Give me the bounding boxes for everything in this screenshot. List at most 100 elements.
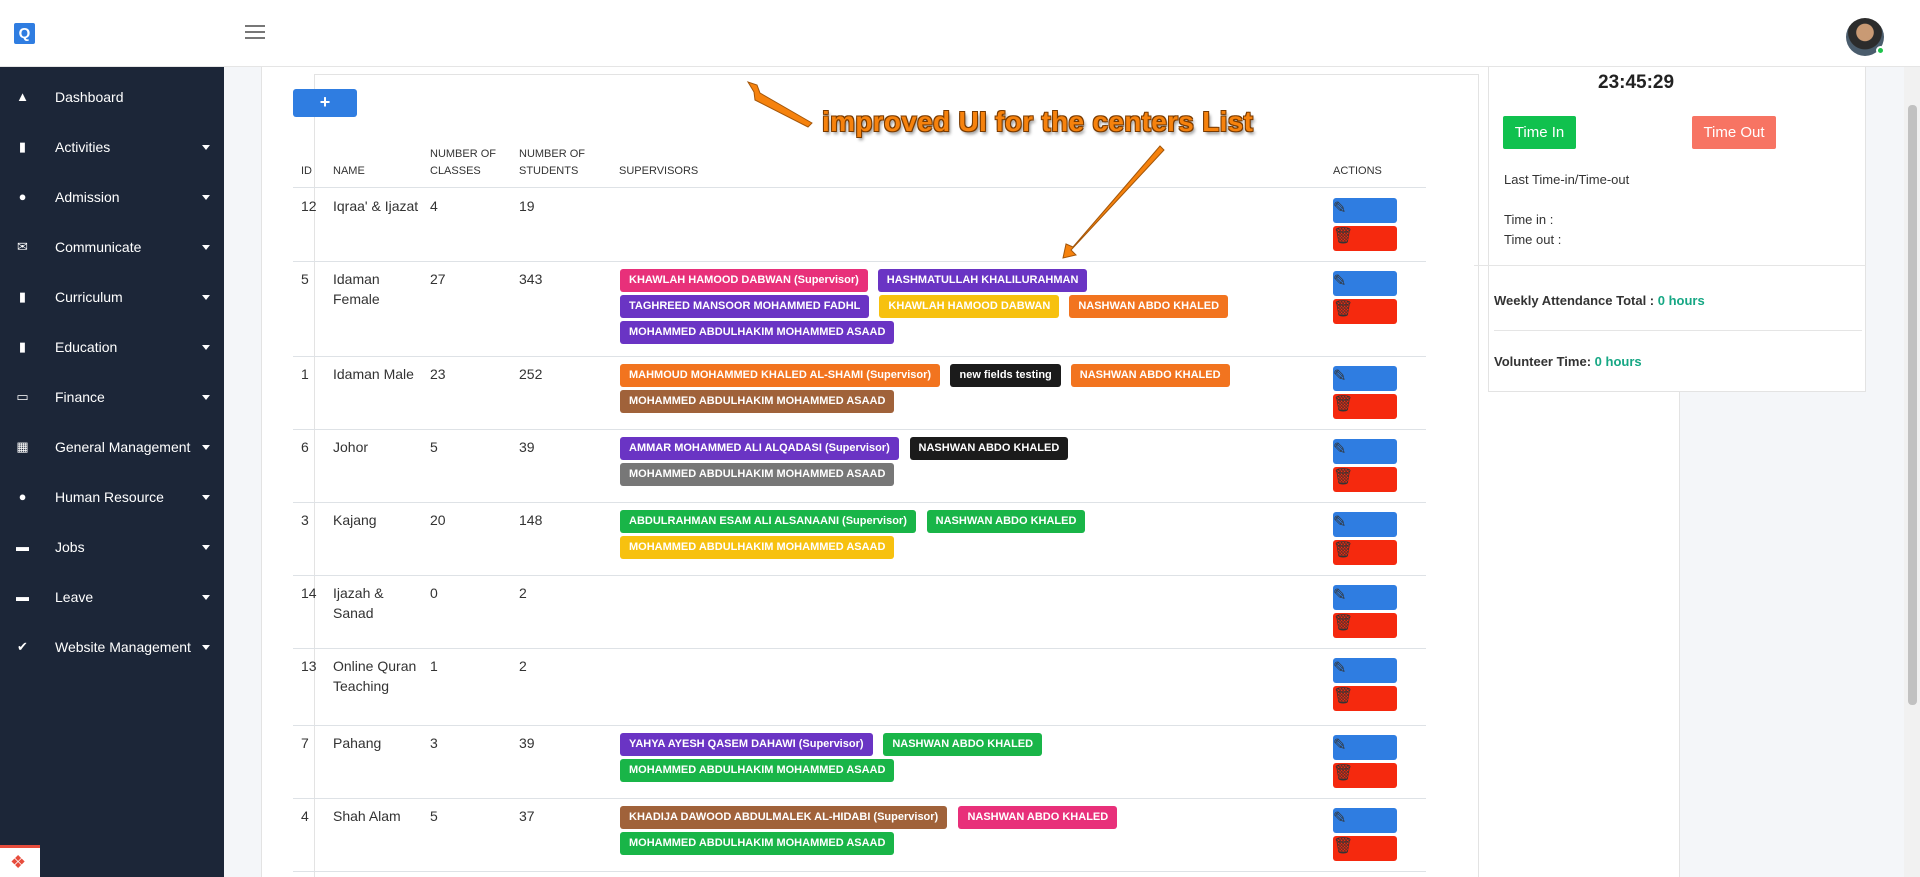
pencil-icon: ✎ xyxy=(1333,441,1347,458)
center-name: Idaman Male xyxy=(333,366,414,382)
bookmark-icon: ▮ xyxy=(18,289,27,304)
edit-center-button[interactable]: ✎ xyxy=(1333,271,1397,296)
user-avatar[interactable] xyxy=(1846,18,1885,56)
column-header-id: ID xyxy=(301,165,312,177)
hamburger-menu-icon[interactable] xyxy=(245,25,265,41)
delete-center-button[interactable]: 🗑 xyxy=(1333,836,1397,861)
pencil-icon: ✎ xyxy=(1333,660,1347,677)
column-header-classes-line1: NUMBER OF xyxy=(430,148,496,160)
supervisor-badge: TAGHREED MANSOOR MOHAMMED FADHL xyxy=(620,295,870,318)
app-logo[interactable]: Q xyxy=(14,23,35,44)
delete-center-button[interactable]: 🗑 xyxy=(1333,467,1397,492)
sidebar-item-label: Admission xyxy=(55,189,120,205)
caret-down-icon xyxy=(202,495,210,500)
column-header-supervisors: SUPERVISORS xyxy=(619,165,699,177)
caret-down-icon xyxy=(202,295,210,300)
user-icon: ● xyxy=(18,489,27,504)
delete-center-button[interactable]: 🗑 xyxy=(1333,613,1397,638)
sidebar-item-label: Education xyxy=(55,339,118,355)
row-divider xyxy=(293,725,1426,726)
pencil-icon: ✎ xyxy=(1333,587,1347,604)
column-header-actions: ACTIONS xyxy=(1333,165,1382,177)
center-classes: 5 xyxy=(430,439,438,455)
weekly-divider xyxy=(1494,330,1862,331)
trash-icon: 🗑 xyxy=(1333,615,1354,632)
edit-center-button[interactable]: ✎ xyxy=(1333,439,1397,464)
delete-center-button[interactable]: 🗑 xyxy=(1333,299,1397,324)
delete-center-button[interactable]: 🗑 xyxy=(1333,394,1397,419)
page-scrollbar[interactable] xyxy=(1904,67,1920,877)
trash-icon: 🗑 xyxy=(1333,396,1354,413)
sidebar-item-admission[interactable]: ●Admission xyxy=(0,179,224,215)
sidebar-item-general-management[interactable]: ▦General Management xyxy=(0,429,224,465)
sidebar-item-jobs[interactable]: ▬Jobs xyxy=(0,529,224,565)
edit-center-button[interactable]: ✎ xyxy=(1333,198,1397,223)
row-divider xyxy=(293,575,1426,576)
row-divider xyxy=(293,429,1426,430)
book-icon: ▮ xyxy=(18,339,27,354)
sidebar-item-website-management[interactable]: ✔Website Management xyxy=(0,629,224,665)
center-id: 4 xyxy=(301,808,309,824)
center-students: 2 xyxy=(519,658,527,674)
edit-center-button[interactable]: ✎ xyxy=(1333,735,1397,760)
top-navbar: Q xyxy=(0,0,1920,67)
center-classes: 4 xyxy=(430,198,438,214)
edit-center-button[interactable]: ✎ xyxy=(1333,512,1397,537)
row-divider xyxy=(293,356,1426,357)
attendance-clock: 23:45:29 xyxy=(1598,72,1675,93)
edit-center-button[interactable]: ✎ xyxy=(1333,366,1397,391)
center-students: 343 xyxy=(519,271,543,287)
edit-center-button[interactable]: ✎ xyxy=(1333,585,1397,610)
sidebar-item-finance[interactable]: ▭Finance xyxy=(0,379,224,415)
supervisor-badge: NASHWAN ABDO KHALED xyxy=(926,510,1086,533)
sidebar-item-education[interactable]: ▮ Education xyxy=(0,329,224,365)
edit-center-button[interactable]: ✎ xyxy=(1333,808,1397,833)
supervisor-badge: new fields testing xyxy=(950,364,1061,387)
laravel-logo-icon: ❖ xyxy=(0,845,40,877)
row-divider xyxy=(293,261,1426,262)
pencil-icon: ✎ xyxy=(1333,514,1347,531)
supervisor-badge: MOHAMMED ABDULHAKIM MOHAMMED ASAAD xyxy=(620,463,895,486)
building-icon: ▦ xyxy=(16,439,29,454)
sidebar: ▲Dashboard▮Activities●Admission✉Communic… xyxy=(0,67,224,877)
supervisor-badge: MOHAMMED ABDULHAKIM MOHAMMED ASAAD xyxy=(620,759,895,782)
center-name: Ijazah & Sanad xyxy=(333,585,384,621)
sidebar-item-label: Curriculum xyxy=(55,289,123,305)
scrollbar-thumb[interactable] xyxy=(1908,105,1917,705)
sidebar-item-label: Human Resource xyxy=(55,489,164,505)
time-in-button[interactable]: Time In xyxy=(1503,116,1576,149)
delete-center-button[interactable]: 🗑 xyxy=(1333,686,1397,711)
trash-icon: 🗑 xyxy=(1333,542,1354,559)
supervisor-badge: NASHWAN ABDO KHALED xyxy=(958,806,1118,829)
column-header-name: NAME xyxy=(333,165,365,177)
delete-center-button[interactable]: 🗑 xyxy=(1333,226,1397,251)
center-name: Iqraa' & Ijazat xyxy=(333,198,419,214)
add-center-button[interactable]: + xyxy=(293,89,357,117)
sidebar-item-dashboard[interactable]: ▲Dashboard xyxy=(0,79,224,115)
last-time-label: Last Time-in/Time-out xyxy=(1504,172,1630,187)
delete-center-button[interactable]: 🗑 xyxy=(1333,540,1397,565)
column-header-students-line2: STUDENTS xyxy=(519,165,579,177)
weekly-attendance-value: 0 hours xyxy=(1657,293,1705,308)
sidebar-item-communicate[interactable]: ✉Communicate xyxy=(0,229,224,265)
center-id: 6 xyxy=(301,439,309,455)
sidebar-item-human-resource[interactable]: ● Human Resource xyxy=(0,479,224,515)
sidebar-item-curriculum[interactable]: ▮ Curriculum xyxy=(0,279,224,315)
briefcase-icon: ▬ xyxy=(16,539,29,554)
centers-panel xyxy=(314,74,1479,877)
sidebar-item-activities[interactable]: ▮Activities xyxy=(0,129,224,165)
sidebar-item-leave[interactable]: ▬Leave xyxy=(0,579,224,615)
caret-down-icon xyxy=(202,445,210,450)
sidebar-item-label: Communicate xyxy=(55,239,142,255)
caret-down-icon xyxy=(202,645,210,650)
trash-icon: 🗑 xyxy=(1333,688,1354,705)
row-divider xyxy=(293,648,1426,649)
pencil-icon: ✎ xyxy=(1333,737,1347,754)
delete-center-button[interactable]: 🗑 xyxy=(1333,763,1397,788)
time-out-button[interactable]: Time Out xyxy=(1692,116,1776,149)
center-id: 5 xyxy=(301,271,309,287)
center-id: 12 xyxy=(301,198,317,214)
center-classes: 0 xyxy=(430,585,438,601)
edit-center-button[interactable]: ✎ xyxy=(1333,658,1397,683)
sidebar-item-label: Leave xyxy=(55,589,94,605)
